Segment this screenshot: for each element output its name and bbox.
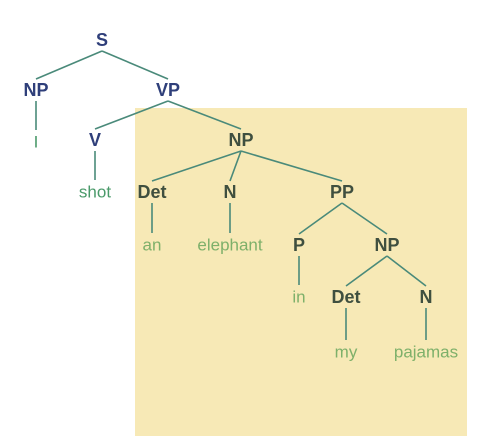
tree-node-vp: VP [155, 80, 181, 100]
tree-node-my: my [334, 342, 358, 362]
tree-edge-np2-n1 [229, 150, 242, 182]
tree-node-det1: Det [137, 182, 167, 202]
tree-node-n1: N [223, 182, 237, 202]
tree-node-pp: PP [329, 182, 355, 202]
tree-edge-np2-det1 [151, 150, 242, 182]
tree-edge-s-vp [101, 50, 169, 80]
tree-node-n2: N [419, 287, 433, 307]
tree-node-det2: Det [331, 287, 361, 307]
tree-node-shot: shot [78, 182, 112, 202]
tree-node-pajamas: pajamas [393, 342, 459, 362]
tree-node-np2: NP [228, 130, 254, 150]
tree-edge-vp-np2 [167, 100, 242, 130]
tree-edge-np3-det2 [345, 255, 388, 287]
tree-node-an: an [142, 235, 162, 255]
tree-edge-np2-pp [240, 150, 343, 182]
highlighted-subtree-region [135, 108, 467, 436]
tree-edge-np3-n2 [386, 255, 427, 287]
tree-node-v: V [88, 130, 102, 150]
tree-edge-pp-np3 [341, 202, 388, 235]
tree-node-p: P [292, 235, 306, 255]
tree-edge-pp-p [298, 202, 343, 235]
tree-node-in: in [292, 287, 306, 307]
tree-edge-vp-v [94, 100, 169, 130]
tree-node-np3: NP [374, 235, 400, 255]
tree-node-np1: NP [23, 80, 49, 100]
tree-edge-s-np1 [35, 50, 103, 80]
tree-node-i: I [33, 132, 39, 152]
tree-node-s: S [95, 30, 109, 50]
tree-node-elephant: elephant [197, 235, 263, 255]
